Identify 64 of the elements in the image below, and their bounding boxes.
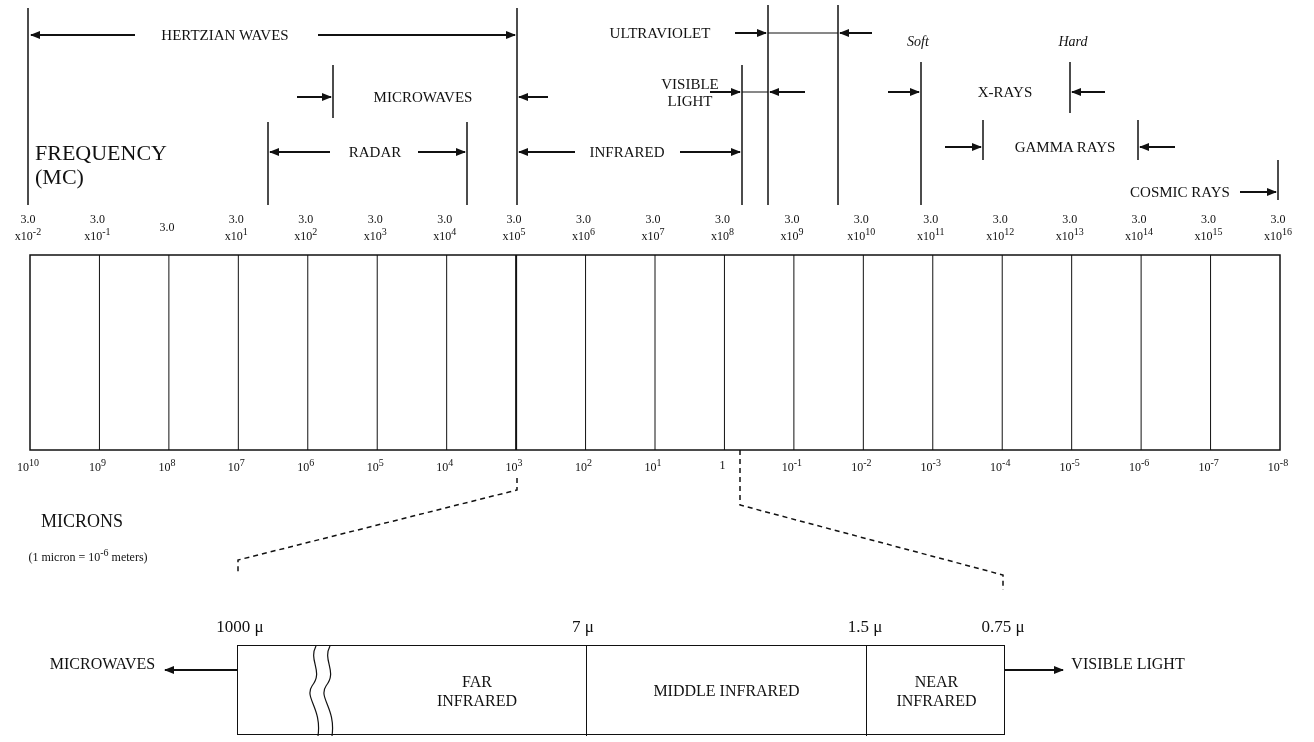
range-label: COSMIC RAYS xyxy=(1130,183,1230,201)
tick-label: 3.0 x10$^{3}$ xyxy=(362,212,388,244)
tick-label: 10$^{6}$ xyxy=(297,457,315,475)
tick-label: 10$^{5}$ xyxy=(366,457,384,475)
unit-note: (1 micron = 10$^{-6}$ meters) xyxy=(28,547,148,565)
tick-label: 10$^{2}$ xyxy=(575,457,593,475)
wavelength-label: 0.75 μ xyxy=(981,617,1025,637)
tick-label: 3.0 x10$^{1}$ xyxy=(223,212,249,244)
tick-label: 10$^{4}$ xyxy=(436,457,454,475)
arrow xyxy=(1004,666,1064,674)
side-label: VISIBLE LIGHT xyxy=(1071,654,1185,674)
tick-label: 10$^{-3}$ xyxy=(920,457,941,475)
wavelength-label: 7 μ xyxy=(572,617,594,637)
tick-label: 3.0 x10$^{-1}$ xyxy=(83,212,112,244)
tick-label: 1 xyxy=(719,459,726,473)
tick-label: 3.0 x10$^{-2}$ xyxy=(13,212,43,244)
tick-label: 3.0 x10$^{12}$ xyxy=(985,212,1016,244)
tick-label: 3.0 x10$^{10}$ xyxy=(846,212,877,244)
region-label: MIDDLE INFRARED xyxy=(652,681,801,701)
wavelength-label: 1000 μ xyxy=(216,617,264,637)
infrared-bar xyxy=(237,645,1005,735)
tick-label: 10$^{-1}$ xyxy=(781,457,803,475)
tick-label: 3.0 x10$^{4}$ xyxy=(432,212,458,244)
tick-label: 10$^{10}$ xyxy=(17,457,39,475)
tick-label: 10$^{7}$ xyxy=(227,457,245,475)
range-label: Soft xyxy=(907,34,929,50)
range-label: Hard xyxy=(1058,34,1088,50)
tick-label: 3.0 x10$^{13}$ xyxy=(1054,212,1085,244)
tick-label: 3.0 xyxy=(158,221,176,235)
tick-label: 3.0 x10$^{8}$ xyxy=(709,212,735,244)
tick-label: 10$^{-4}$ xyxy=(990,457,1011,475)
tick-label: 10$^{3}$ xyxy=(505,457,523,475)
tick-label: 10$^{-5}$ xyxy=(1059,457,1080,475)
tick-label: 3.0 x10$^{7}$ xyxy=(640,212,666,244)
tick-label: 3.0 x10$^{5}$ xyxy=(501,212,527,244)
range-label: GAMMA RAYS xyxy=(1014,138,1116,156)
wavelength-label: 1.5 μ xyxy=(847,617,883,637)
tick-label: 10$^{-6}$ xyxy=(1128,457,1150,475)
range-label: INFRARED xyxy=(589,143,665,161)
range-label: ULTRAVIOLET xyxy=(609,24,711,42)
range-label: RADAR xyxy=(348,143,402,161)
tick-label: 10$^{1}$ xyxy=(644,457,662,475)
tick-label: 10$^{8}$ xyxy=(158,457,176,475)
tick-label: 3.0 x10$^{9}$ xyxy=(779,212,805,244)
range-label: MICROWAVES xyxy=(373,88,473,106)
arrow xyxy=(164,666,238,674)
tick-label: 10$^{9}$ xyxy=(88,457,106,475)
tick-label: 3.0 x10$^{14}$ xyxy=(1124,212,1155,244)
tick-label: 10$^{-7}$ xyxy=(1198,457,1219,475)
tick-label: 3.0 x10$^{6}$ xyxy=(571,212,597,244)
axis-title: MICRONS xyxy=(41,512,123,532)
tick-label: 10$^{-2}$ xyxy=(851,457,872,475)
region-label: NEAR INFRARED xyxy=(895,671,978,711)
axis-title: FREQUENCY (MC) xyxy=(35,140,168,190)
tick-label: 3.0 x10$^{11}$ xyxy=(915,212,946,244)
range-label: HERTZIAN WAVES xyxy=(161,26,289,44)
region-label: FAR INFRARED xyxy=(436,671,518,711)
tick-label: 3.0 x10$^{2}$ xyxy=(293,212,319,244)
tick-label: 3.0 x10$^{16}$ xyxy=(1263,212,1293,244)
tick-label: 3.0 x10$^{15}$ xyxy=(1193,212,1224,244)
tick-label: 10$^{-8}$ xyxy=(1267,457,1289,475)
side-label: MICROWAVES xyxy=(49,654,156,674)
range-label: VISIBLE LIGHT xyxy=(660,75,720,109)
range-label: X-RAYS xyxy=(977,83,1033,101)
